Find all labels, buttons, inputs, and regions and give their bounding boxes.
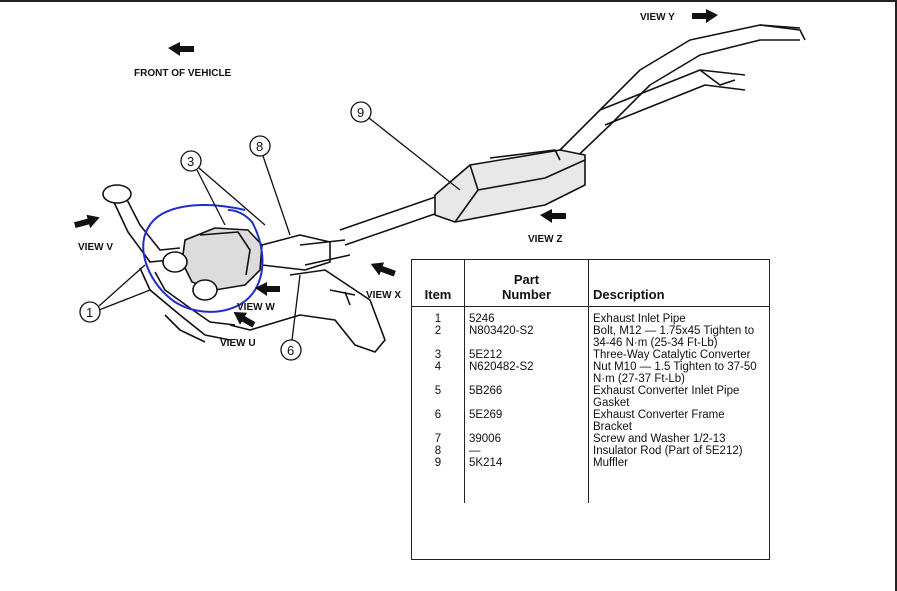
description-cell: Nut M10 — 1.5 Tighten to 37-50 N·m (27-3… — [593, 361, 757, 385]
parts-table-header: Item Part Number Description — [412, 260, 769, 307]
description-cell: Bolt, M12 — 1.75x45 Tighten to 34-46 N·m… — [593, 325, 755, 349]
annotation-circle — [142, 204, 264, 313]
part-number-cell: 5B266 — [464, 385, 589, 409]
view-x-label: VIEW X — [366, 290, 401, 301]
description-cell: Insulator Rod (Part of 5E212) — [593, 445, 743, 457]
view-y-arrow-icon — [692, 9, 718, 23]
part-number-cell: N620482-S2 — [464, 361, 589, 385]
item-cell: 6 — [412, 409, 465, 433]
description-cell: Muffler — [593, 457, 628, 469]
view-u-label: VIEW U — [220, 338, 256, 349]
description-cell: Screw and Washer 1/2-13 — [593, 433, 726, 445]
table-row: 8— Insulator Rod (Part of 5E212) — [412, 445, 769, 457]
view-z-label: VIEW Z — [528, 234, 562, 245]
item-cell: 7 — [412, 433, 465, 445]
header-part-number: Part Number — [464, 260, 589, 307]
item-cell: 4 — [412, 361, 465, 385]
part-number-cell: 39006 — [464, 433, 589, 445]
view-z-arrow-icon — [540, 209, 566, 223]
item-cell: 3 — [412, 349, 465, 361]
part-number-cell: N803420-S2 — [464, 325, 589, 349]
item-cell: 5 — [412, 385, 465, 409]
item-cell: 1 — [412, 306, 465, 325]
part-number-cell: 5E212 — [464, 349, 589, 361]
front-of-vehicle-label: FRONT OF VEHICLE — [134, 68, 232, 79]
part-number-cell: 5K214 — [464, 457, 589, 469]
header-item: Item — [412, 260, 465, 307]
part-number-cell: 5246 — [464, 306, 589, 325]
exhaust-drawing — [102, 24, 806, 353]
item-cell: 8 — [412, 445, 465, 457]
view-v-label: VIEW V — [78, 242, 113, 253]
callout-1: 1 — [86, 305, 93, 320]
callouts — [79, 101, 461, 361]
right-border — [895, 0, 897, 591]
item-cell: 9 — [412, 457, 465, 469]
table-filler — [412, 469, 769, 503]
front-arrow-icon — [168, 42, 194, 56]
view-y-label: VIEW Y — [640, 12, 675, 23]
view-x-arrow-icon — [370, 262, 396, 277]
callout-6: 6 — [287, 343, 294, 358]
part-number-cell: — — [464, 445, 589, 457]
header-description: Description — [588, 260, 769, 307]
item-cell: 2 — [412, 325, 465, 349]
top-border — [0, 0, 897, 2]
callout-9: 9 — [357, 105, 364, 120]
part-number-cell: 5E269 — [464, 409, 589, 433]
description-cell: Exhaust Converter Frame Bracket — [593, 409, 725, 433]
view-arrows — [74, 9, 718, 328]
view-u-arrow-icon — [233, 312, 256, 328]
description-cell: Exhaust Converter Inlet Pipe Gasket — [593, 385, 740, 409]
view-v-arrow-icon — [74, 214, 100, 229]
view-w-arrow-icon — [255, 282, 280, 296]
description-cell: Exhaust Inlet Pipe — [593, 313, 686, 325]
callout-3: 3 — [187, 154, 194, 169]
description-cell: Three-Way Catalytic Converter — [593, 349, 751, 361]
view-w-label: VIEW W — [237, 302, 275, 313]
callout-8: 8 — [256, 139, 263, 154]
